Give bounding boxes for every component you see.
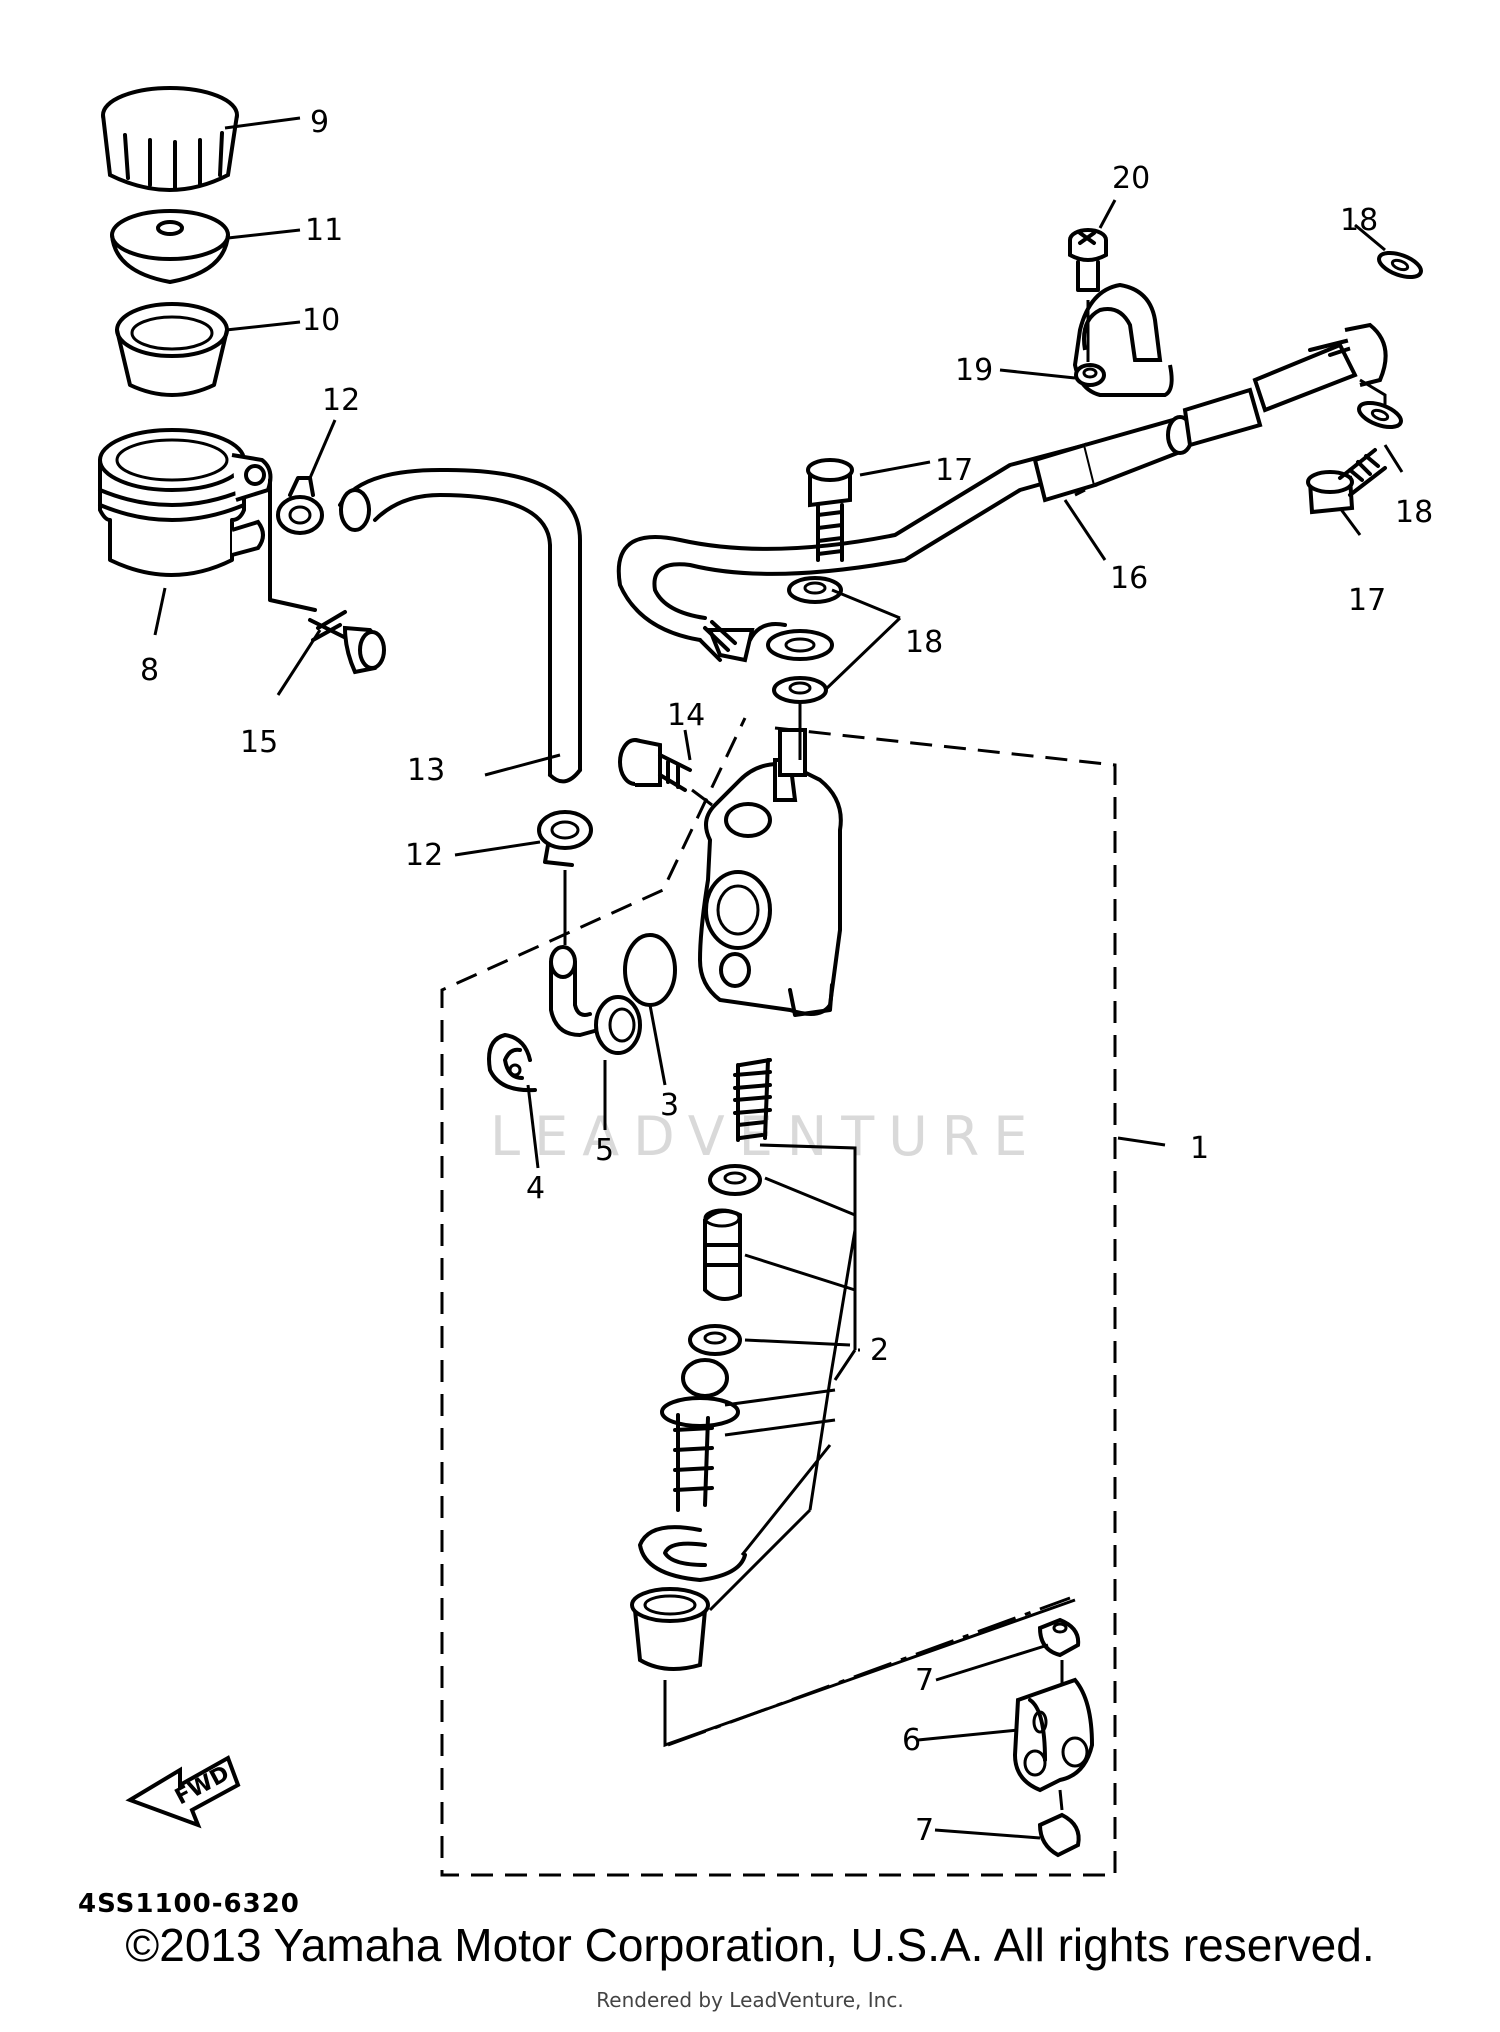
diaphragm-plate <box>110 209 230 284</box>
piston-kit-leaders <box>708 1143 857 1612</box>
callout-9: 9 <box>310 105 329 140</box>
mounting-screw <box>618 738 713 807</box>
callout-18a: 18 <box>905 625 943 660</box>
callout-17b: 17 <box>1348 583 1386 618</box>
hose-guide-screw <box>1068 228 1108 362</box>
hose-clamp-upper <box>276 476 324 535</box>
callout-11: 11 <box>305 213 343 248</box>
o-ring <box>623 933 677 1007</box>
push-rod-clevis <box>667 1596 1095 1858</box>
callout-20: 20 <box>1112 161 1150 196</box>
copper-washers-body <box>772 576 843 760</box>
hose-clamp-lower <box>537 810 593 945</box>
hose-joint <box>549 945 642 1055</box>
callout-leaders <box>153 116 1404 1840</box>
callout-14: 14 <box>667 698 705 733</box>
callout-6: 6 <box>902 1723 921 1758</box>
callout-16: 16 <box>1110 561 1148 596</box>
callout-7b: 7 <box>915 1813 934 1848</box>
reservoir-hose <box>338 467 582 784</box>
copyright-notice: ©2013 Yamaha Motor Corporation, U.S.A. A… <box>125 1919 1375 1971</box>
piston-kit <box>630 1058 772 1671</box>
reservoir-body <box>98 428 317 612</box>
union-bolt-body <box>806 458 854 562</box>
reservoir-cap <box>101 86 239 192</box>
rendered-by: Rendered by LeadVenture, Inc. <box>596 1988 904 2012</box>
union-bolt-caliper <box>1306 448 1387 515</box>
reservoir-bolt <box>308 610 386 675</box>
callout-17a: 17 <box>935 453 973 488</box>
diaphragm <box>115 302 229 397</box>
callout-5: 5 <box>595 1133 614 1168</box>
callout-10: 10 <box>302 303 340 338</box>
circlip <box>487 1033 537 1093</box>
assembly-boundary <box>440 717 1117 1877</box>
callout-13: 13 <box>407 753 445 788</box>
callout-12b: 12 <box>405 838 443 873</box>
callout-4: 4 <box>526 1171 545 1206</box>
part-code: 4SS1100-6320 <box>78 1889 300 1919</box>
callout-1: 1 <box>1190 1131 1209 1166</box>
forward-arrow-icon: FWD <box>125 1755 241 1829</box>
callout-18c: 18 <box>1395 495 1433 530</box>
brake-hose <box>616 322 1388 663</box>
callout-12a: 12 <box>322 383 360 418</box>
callout-3: 3 <box>660 1088 679 1123</box>
callout-15: 15 <box>240 725 278 760</box>
callout-2: 2 <box>870 1333 889 1368</box>
callout-7a: 7 <box>915 1663 934 1698</box>
piston-kit-bracket <box>663 1598 1076 1748</box>
callout-8: 8 <box>140 653 159 688</box>
master-cylinder-body <box>697 728 843 1017</box>
hose-guide <box>1072 282 1174 397</box>
copper-washers-caliper <box>1357 250 1423 430</box>
callout-19: 19 <box>955 353 993 388</box>
callout-18b: 18 <box>1340 203 1378 238</box>
